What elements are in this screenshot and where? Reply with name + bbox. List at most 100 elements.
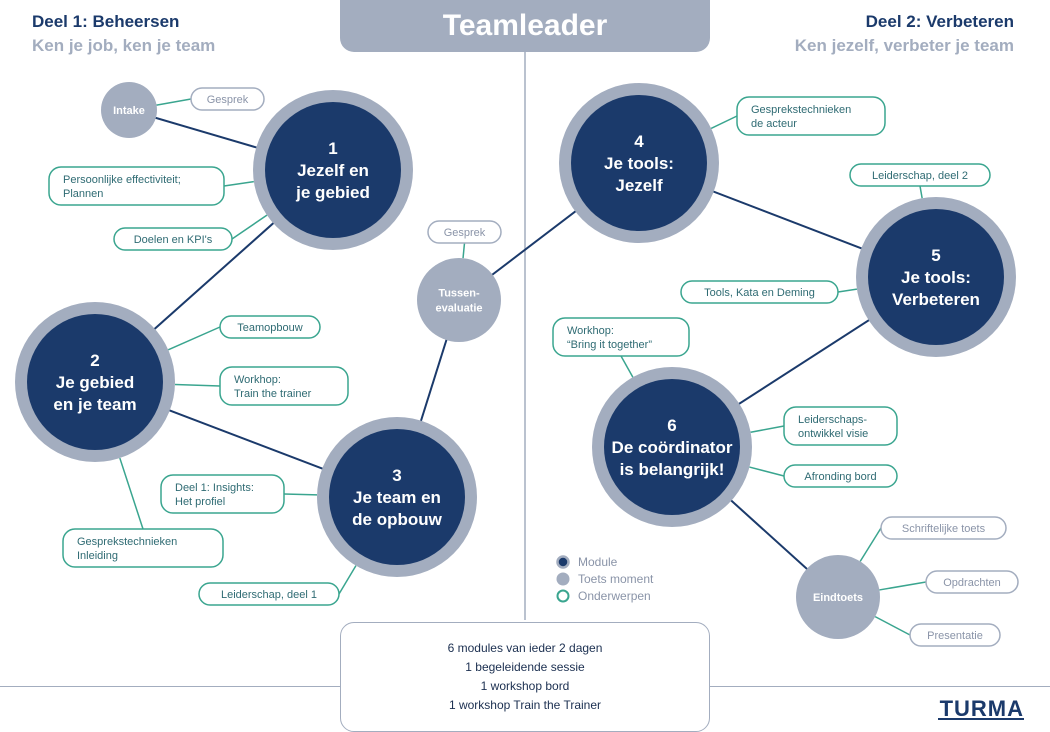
topic-label: “Bring it together” bbox=[567, 339, 652, 351]
legend-topic-label: Onderwerpen bbox=[578, 589, 651, 603]
legend-test-label: Toets moment bbox=[578, 572, 654, 586]
topic-edge-t-pers bbox=[223, 180, 254, 187]
module-label: de opbouw bbox=[352, 510, 442, 529]
topic-box bbox=[680, 280, 839, 304]
module-circle bbox=[604, 379, 740, 515]
topic-edge-t-gesprek-2 bbox=[462, 242, 466, 259]
topic-edge-t-leider2 bbox=[919, 185, 923, 199]
topic-box bbox=[190, 87, 265, 111]
summary-line: 1 begeleidende sessie bbox=[465, 660, 585, 674]
topic-t-gesprekstech-act: Gesprekstechnieken de acteur bbox=[736, 96, 886, 136]
topic-label: Presentatie bbox=[927, 630, 983, 642]
module-label: Jezelf en bbox=[297, 161, 369, 180]
legend-test-marker bbox=[556, 572, 570, 586]
topic-edge-t-workshop-trainer bbox=[174, 383, 221, 387]
legend-topic-marker bbox=[556, 589, 570, 603]
module-label: 2 bbox=[90, 351, 99, 370]
topic-label: Tools, Kata en Deming bbox=[704, 287, 815, 299]
topic-label: Inleiding bbox=[77, 550, 118, 562]
topic-t-workshop-trainer: Workhop:Train the trainer bbox=[219, 366, 349, 406]
topic-label: Doelen en KPI's bbox=[134, 234, 213, 246]
topic-label: Schriftelijke toets bbox=[902, 523, 986, 535]
module-circle bbox=[265, 102, 401, 238]
module-label: Je tools: bbox=[604, 154, 674, 173]
turma-logo: TURMA bbox=[939, 696, 1024, 721]
topic-label: Gesprekstechnieken bbox=[751, 104, 851, 116]
topic-edge-t-gesprekstech-inl bbox=[119, 457, 144, 530]
topic-edge-t-presentatie bbox=[874, 615, 911, 636]
module-node-m4: 4Je tools:Jezelf bbox=[559, 83, 719, 243]
topic-edge-t-opdrachten bbox=[879, 581, 927, 591]
topic-box bbox=[62, 528, 224, 568]
module-circle bbox=[571, 95, 707, 231]
topic-t-opdrachten: Opdrachten bbox=[925, 570, 1019, 594]
module-circle bbox=[329, 429, 465, 565]
topic-edge-t-afronding bbox=[749, 466, 785, 477]
page-title: Teamleader bbox=[340, 0, 710, 52]
module-node-m5: 5Je tools:Verbeteren bbox=[856, 197, 1016, 357]
topic-box bbox=[849, 163, 991, 187]
topic-edge-t-visie bbox=[750, 425, 785, 433]
module-label: 6 bbox=[667, 416, 676, 435]
topic-label: Persoonlijke effectiviteit; bbox=[63, 174, 181, 186]
module-label: je gebied bbox=[295, 183, 370, 202]
topic-label: Het profiel bbox=[175, 496, 225, 508]
topic-edge-t-teamopbouw bbox=[167, 326, 221, 351]
topic-box bbox=[48, 166, 225, 206]
topic-label: Train the trainer bbox=[234, 388, 312, 400]
topic-box bbox=[783, 406, 898, 446]
module-label: 1 bbox=[328, 139, 337, 158]
topic-label: ontwikkel visie bbox=[798, 428, 868, 440]
topic-t-doelen: Doelen en KPI's bbox=[113, 227, 233, 251]
topic-label: Workhop: bbox=[567, 325, 614, 337]
module-label: Jezelf bbox=[615, 176, 663, 195]
legend-module-label: Module bbox=[578, 555, 618, 569]
test-label: evaluatie bbox=[435, 303, 482, 315]
module-label: is belangrijk! bbox=[620, 460, 725, 479]
topic-label: de acteur bbox=[751, 118, 797, 130]
topic-box bbox=[552, 317, 690, 357]
topic-box bbox=[736, 96, 886, 136]
part1-title: Deel 1: Beheersen bbox=[32, 12, 180, 31]
topic-t-tools-kata: Tools, Kata en Deming bbox=[680, 280, 839, 304]
topic-label: Deel 1: Insights: bbox=[175, 482, 254, 494]
part2-subtitle: Ken jezelf, verbeter je team bbox=[794, 36, 1014, 55]
summary-line: 1 workshop Train the Trainer bbox=[448, 698, 602, 712]
module-label: Verbeteren bbox=[892, 290, 980, 309]
topic-label: Gesprekstechnieken bbox=[77, 536, 177, 548]
module-label: 5 bbox=[931, 246, 940, 265]
topic-edge-t-workshop-bring bbox=[620, 355, 634, 378]
topic-label: Plannen bbox=[63, 188, 103, 200]
topic-edge-t-schriftelijk bbox=[859, 527, 882, 562]
test-node-eind: Eindtoets bbox=[796, 555, 880, 639]
topic-box bbox=[198, 582, 340, 606]
bottom-rule-left bbox=[0, 686, 340, 687]
test-label: Intake bbox=[113, 105, 145, 117]
topic-edge-t-tools-kata bbox=[837, 288, 858, 293]
topic-t-gesprek-1: Gesprek bbox=[190, 87, 265, 111]
topic-t-workshop-bring: Workhop: “Bring it together” bbox=[552, 317, 690, 357]
topic-t-afronding: Afronding bord bbox=[783, 464, 898, 488]
topic-label: Afronding bord bbox=[804, 471, 876, 483]
topic-label: Leiderschap, deel 1 bbox=[221, 589, 317, 601]
topic-t-gesprek-2: Gesprek bbox=[427, 220, 502, 244]
test-node-tussen: Tussen-evaluatie bbox=[417, 258, 501, 342]
module-node-m3: 3Je team ende opbouw bbox=[317, 417, 477, 577]
topic-box bbox=[427, 220, 502, 244]
topic-box bbox=[160, 474, 285, 514]
part1-subtitle: Ken je job, ken je team bbox=[32, 36, 216, 55]
topic-label: Leiderschap, deel 2 bbox=[872, 170, 968, 182]
topic-t-visie: Leiderschaps-ontwikkel visie bbox=[783, 406, 898, 446]
module-label: Je gebied bbox=[56, 373, 134, 392]
module-label: Je team en bbox=[353, 488, 441, 507]
topic-edge-t-doelen bbox=[231, 214, 268, 240]
test-label: Tussen- bbox=[438, 288, 480, 300]
topic-t-leider1: Leiderschap, deel 1 bbox=[198, 582, 340, 606]
test-circle bbox=[796, 555, 880, 639]
